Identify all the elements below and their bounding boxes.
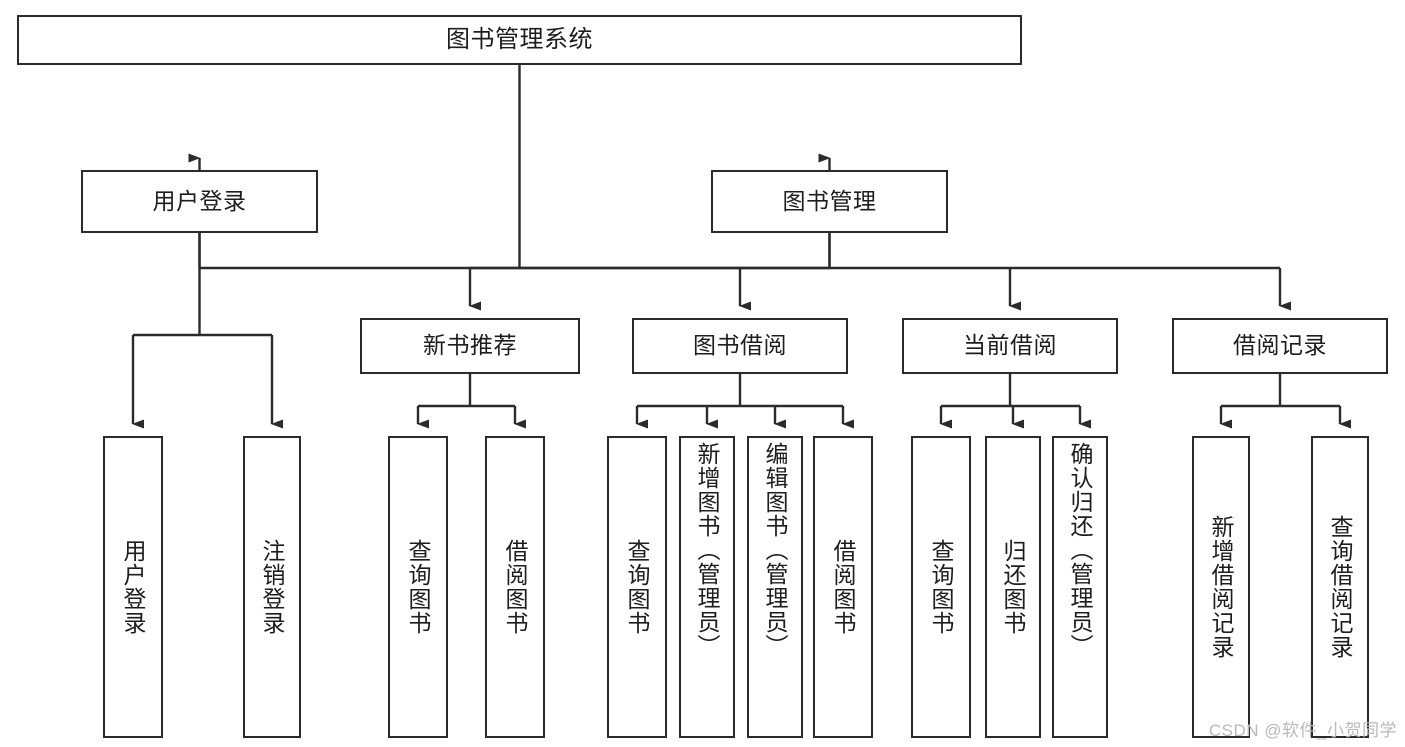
node-current-borrow[interactable]: 当前借阅: [902, 318, 1118, 374]
node-leaf-borrow-book-1[interactable]: 借阅图书: [485, 436, 545, 738]
node-label-leaf-borrow-book-2: 借阅图书: [830, 539, 857, 635]
node-label-leaf-add-borrow-record: 新增借阅记录: [1208, 515, 1235, 659]
watermark-label: CSDN @软件_小贺同学: [1208, 721, 1397, 740]
node-leaf-query-borrow-record[interactable]: 查询借阅记录: [1311, 436, 1369, 738]
node-label-leaf-query-book-1: 查询图书: [405, 539, 432, 635]
node-label-book-management: 图书管理: [782, 187, 877, 214]
node-label-leaf-return-book: 归还图书: [1000, 539, 1027, 635]
node-leaf-return-book[interactable]: 归还图书: [985, 436, 1041, 738]
node-label-leaf-borrow-book-1: 借阅图书: [502, 539, 529, 635]
node-leaf-query-book-1[interactable]: 查询图书: [388, 436, 448, 738]
node-leaf-user-login[interactable]: 用户登录: [103, 436, 163, 738]
node-borrow-record[interactable]: 借阅记录: [1172, 318, 1388, 374]
node-label-leaf-user-login: 用户登录: [120, 539, 147, 635]
node-label-leaf-query-book-2: 查询图书: [624, 539, 651, 635]
node-new-book-recommend[interactable]: 新书推荐: [360, 318, 580, 374]
node-leaf-confirm-return-admin[interactable]: 确认归还（管理员）: [1052, 436, 1108, 738]
node-leaf-add-borrow-record[interactable]: 新增借阅记录: [1192, 436, 1250, 738]
node-label-book-borrow: 图书借阅: [693, 332, 787, 359]
node-label-leaf-confirm-return-admin: 确认归还（管理员）: [1067, 442, 1094, 658]
node-label-leaf-query-book-3: 查询图书: [928, 539, 955, 635]
node-label-user-login: 用户登录: [152, 187, 247, 214]
node-leaf-edit-book-admin[interactable]: 编辑图书（管理员）: [747, 436, 803, 738]
node-label-leaf-user-logout: 注销登录: [259, 539, 286, 635]
node-label-new-book-recommend: 新书推荐: [423, 332, 517, 359]
node-label-root: 图书管理系统: [446, 25, 593, 53]
node-root[interactable]: 图书管理系统: [17, 15, 1022, 65]
node-leaf-query-book-2[interactable]: 查询图书: [607, 436, 667, 738]
node-leaf-add-book-admin[interactable]: 新增图书（管理员）: [679, 436, 735, 738]
node-label-leaf-edit-book-admin: 编辑图书（管理员）: [762, 442, 789, 658]
node-leaf-user-logout[interactable]: 注销登录: [243, 436, 301, 738]
node-label-leaf-query-borrow-record: 查询借阅记录: [1327, 515, 1354, 659]
node-label-leaf-add-book-admin: 新增图书（管理员）: [694, 442, 721, 658]
node-label-current-borrow: 当前借阅: [963, 332, 1057, 359]
node-leaf-query-book-3[interactable]: 查询图书: [911, 436, 971, 738]
node-book-borrow[interactable]: 图书借阅: [632, 318, 848, 374]
node-user-login[interactable]: 用户登录: [81, 170, 318, 233]
node-label-borrow-record: 借阅记录: [1233, 332, 1327, 359]
node-book-management[interactable]: 图书管理: [711, 170, 948, 233]
node-leaf-borrow-book-2[interactable]: 借阅图书: [813, 436, 873, 738]
